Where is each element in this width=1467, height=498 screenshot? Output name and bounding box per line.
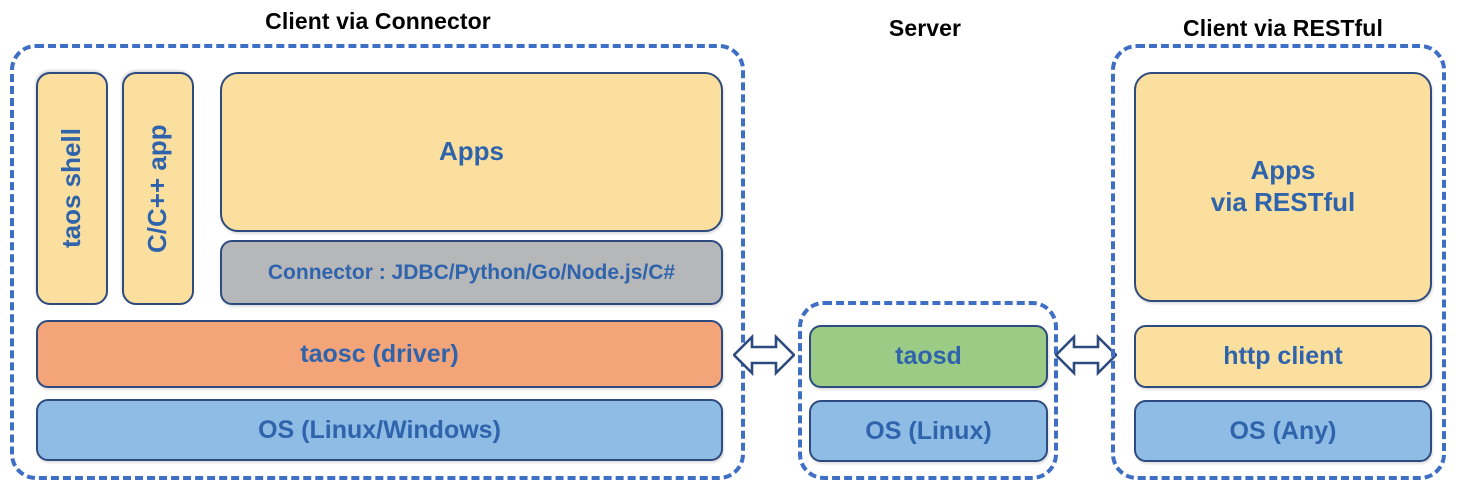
node-c-cpp-app[interactable]: C/C++ app xyxy=(122,72,194,305)
group-client-via-connector xyxy=(10,44,745,480)
node-taos-shell[interactable]: taos shell xyxy=(36,72,108,305)
double-headed-arrow-icon-right xyxy=(1055,333,1117,377)
double-headed-arrow-icon-left xyxy=(733,333,795,377)
group-client-via-restful xyxy=(1111,44,1446,480)
caption-client-via-restful: Client via RESTful xyxy=(1183,15,1383,41)
node-taosc-driver[interactable]: taosc (driver) xyxy=(36,320,723,388)
node-os-any[interactable]: OS (Any) xyxy=(1134,400,1432,462)
node-os-linux-windows[interactable]: OS (Linux/Windows) xyxy=(36,399,723,461)
node-apps-via-restful[interactable]: Apps via RESTful xyxy=(1134,72,1432,302)
caption-client-via-connector: Client via Connector xyxy=(265,8,491,34)
node-taosd[interactable]: taosd xyxy=(809,325,1048,388)
node-connector[interactable]: Connector : JDBC/Python/Go/Node.js/C# xyxy=(220,240,723,305)
caption-server: Server xyxy=(888,15,962,41)
node-apps-connector[interactable]: Apps xyxy=(220,72,723,232)
group-server xyxy=(798,301,1058,480)
node-http-client[interactable]: http client xyxy=(1134,325,1432,388)
node-os-linux[interactable]: OS (Linux) xyxy=(809,400,1048,462)
